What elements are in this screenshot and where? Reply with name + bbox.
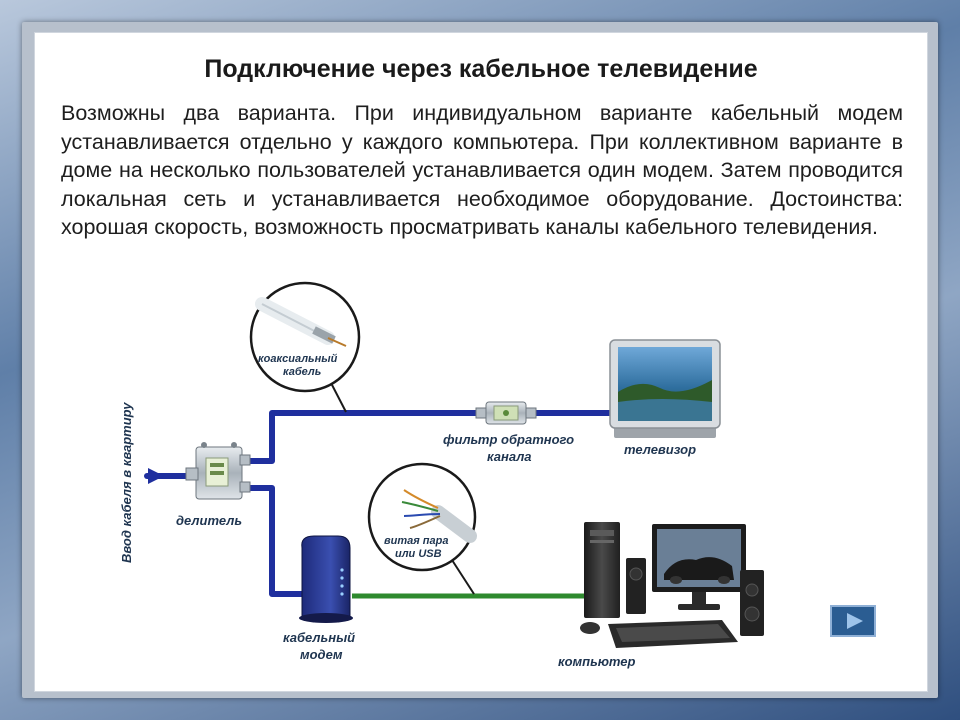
coax-callout-leader [329, 380, 347, 413]
label-splitter: делитель [176, 513, 242, 528]
cable-modem-icon [299, 535, 353, 623]
label-tv: телевизор [624, 442, 696, 457]
slide-title: Подключение через кабельное телевидение [204, 55, 758, 83]
slide-body-text: Возможны два варианта. При индивидуально… [61, 101, 903, 239]
cable-splitter-to-modem [243, 485, 305, 597]
next-slide-button[interactable] [830, 605, 876, 637]
label-coax-line1: коаксиальный [258, 353, 338, 365]
label-modem-line1: кабельный [283, 630, 355, 645]
input-arrow-icon [148, 468, 164, 484]
filter-icon [475, 401, 537, 425]
coax-cables [144, 410, 613, 597]
coax-cable-icon [255, 297, 347, 347]
cable-splitter-to-filter [243, 410, 481, 464]
label-coax-line2: кабель [283, 366, 321, 378]
coax-cable-callout: коаксиальный кабель [249, 281, 361, 393]
twisted-pair-callout: витая пара или USB [367, 462, 477, 572]
twisted-callout-leader [451, 559, 475, 595]
twisted-pair-cable-icon [401, 489, 477, 543]
label-twisted-line2: или USB [395, 548, 442, 560]
label-computer: компьютер [558, 654, 635, 669]
computer-icon [580, 522, 764, 648]
splitter-icon [185, 442, 251, 500]
label-filter-line1: фильтр обратного [443, 432, 574, 447]
label-cable-input: Ввод кабеля в квартиру [119, 402, 134, 563]
tv-icon [609, 339, 721, 438]
slide: Подключение через кабельное телевидение … [34, 32, 928, 692]
label-modem-line2: модем [300, 647, 343, 662]
label-filter-line2: канала [487, 449, 532, 464]
play-arrow-icon [847, 613, 863, 629]
label-twisted-line1: витая пара [384, 535, 448, 547]
